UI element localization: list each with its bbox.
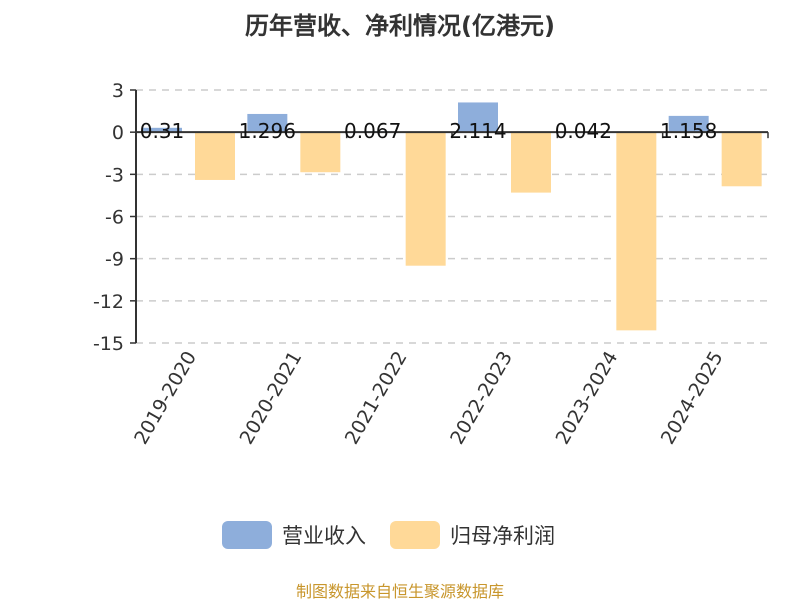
data-label-revenue: 1.158 (660, 119, 717, 143)
data-labels: 0.31 1.296 0.067 2.114 0.042 1.158 (140, 119, 718, 143)
legend-swatch-net-profit (390, 521, 440, 549)
legend-label-revenue: 营业收入 (282, 524, 366, 548)
y-tick-label: -9 (105, 249, 124, 271)
legend-label-net-profit: 归母净利润 (450, 524, 555, 548)
data-label-revenue: 0.067 (344, 119, 401, 143)
bar-net-profit (511, 132, 551, 193)
bar-net-profit (195, 132, 235, 180)
data-label-revenue: 1.296 (239, 119, 296, 143)
chart-title: 历年营收、净利情况(亿港元) (245, 12, 555, 40)
bar-revenue (142, 127, 182, 133)
x-tick-label: 2022-2023 (446, 348, 517, 449)
data-label-revenue: 0.31 (140, 119, 185, 143)
source-note: 制图数据来自恒生聚源数据库 (295, 582, 504, 601)
x-tick-label: 2024-2025 (657, 348, 728, 449)
y-tick-label: 0 (112, 122, 124, 144)
legend-item-net-profit[interactable]: 归母净利润 (390, 520, 555, 550)
bars (142, 102, 762, 331)
bar-net-profit (616, 132, 657, 331)
x-tick-label: 2023-2024 (551, 348, 622, 449)
legend: 营业收入 归母净利润 (222, 520, 579, 550)
bar-revenue (668, 115, 709, 133)
data-label-revenue: 0.042 (555, 119, 612, 143)
bar-revenue (458, 102, 498, 133)
x-tick-label: 2021-2022 (341, 348, 412, 449)
bar-net-profit (721, 132, 762, 187)
y-tick-label: -12 (93, 291, 124, 313)
y-tick-label: 3 (112, 80, 124, 102)
bar-net-profit (300, 132, 341, 173)
data-label-revenue: 2.114 (449, 119, 506, 143)
x-tick-label: 2020-2021 (235, 348, 306, 449)
x-tick-label: 2019-2020 (130, 348, 201, 449)
bar-net-profit (405, 132, 446, 266)
y-tick-label: -3 (105, 164, 124, 186)
bar-revenue (247, 113, 288, 133)
legend-item-revenue[interactable]: 营业收入 (222, 520, 366, 550)
y-tick-label: -15 (93, 333, 124, 355)
grid-lines (136, 89, 768, 344)
legend-swatch-revenue (222, 521, 272, 549)
y-tick-label: -6 (105, 207, 124, 229)
